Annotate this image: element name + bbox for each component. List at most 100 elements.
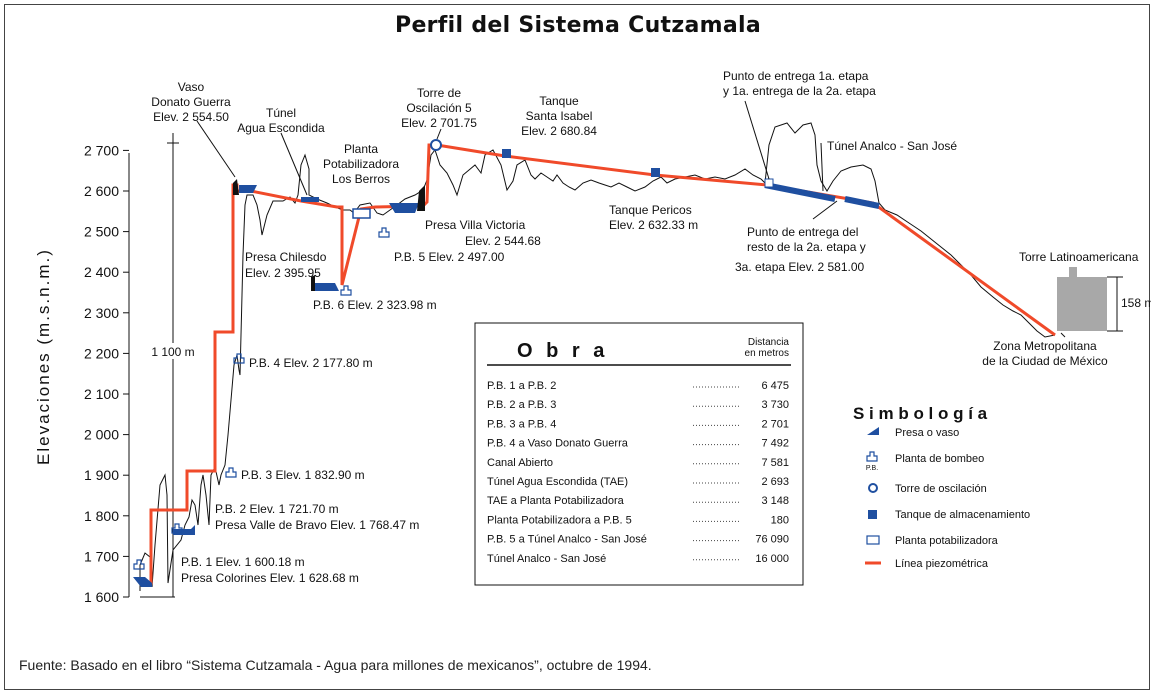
- obra-row-name: TAE a Planta Potabilizadora: [487, 495, 625, 507]
- obra-row-value: 2 701: [761, 418, 789, 430]
- legend-items: P.B. Presa o vaso Planta de bombeo Torre…: [865, 427, 1030, 570]
- obra-row-name: P.B. 4 a Vaso Donato Guerra: [487, 438, 629, 450]
- label-pericos-1: Tanque Pericos: [609, 203, 692, 217]
- obra-row-value: 16 000: [755, 553, 789, 565]
- label-torre-2: Oscilación 5: [406, 101, 472, 115]
- label-pb6: P.B. 6 Elev. 2 323.98 m: [313, 298, 437, 312]
- treatment-plant-icon: [866, 535, 880, 545]
- pb4-icon: [233, 353, 245, 364]
- label-zona-2: de la Ciudad de México: [982, 354, 1108, 368]
- label-h158: 158 m: [1121, 296, 1151, 310]
- torre-latinoamericana-top: [1069, 267, 1077, 277]
- label-tanque-si-3: Elev. 2 680.84: [521, 124, 597, 138]
- obra-row-value: 7 581: [761, 457, 789, 469]
- diagram-labels: Vaso Donato Guerra Elev. 2 554.50 Túnel …: [151, 69, 1151, 585]
- pump-plants: [133, 227, 390, 570]
- tunel-analco-a: [764, 182, 836, 202]
- source-note: Fuente: Basado en el libro “Sistema Cutz…: [19, 657, 652, 673]
- y-tick-label: 2 000: [84, 427, 119, 443]
- obra-row-name: P.B. 2 a P.B. 3: [487, 399, 556, 411]
- span-label-bg: [151, 343, 197, 359]
- legend-label-dam: Presa o vaso: [895, 427, 959, 439]
- pump-plant-icon: [866, 451, 878, 462]
- presa-villa-victoria-dam: [389, 203, 419, 213]
- label-tunel-asj: Túnel Analco - San José: [827, 139, 957, 153]
- obra-row-name: Túnel Agua Escondida (TAE): [487, 476, 628, 488]
- presa-villa-victoria-wall: [417, 185, 425, 211]
- label-pb2-2: Presa Valle de Bravo Elev. 1 768.47 m: [215, 518, 419, 532]
- y-tick-label: 1 800: [84, 508, 119, 524]
- label-tunel-ae-2: Agua Escondida: [237, 121, 325, 135]
- label-torre-lat: Torre Latinoamericana: [1019, 250, 1139, 264]
- label-tanque-si-1: Tanque: [539, 94, 579, 108]
- label-pb5: P.B. 5 Elev. 2 497.00: [394, 250, 505, 264]
- obra-row-value: 7 492: [761, 438, 789, 450]
- label-tanque-si-2: Santa Isabel: [526, 109, 593, 123]
- zona-metropolitana-buildings: [1057, 277, 1107, 331]
- label-tunel-ae-1: Túnel: [266, 106, 296, 120]
- obra-row-name: P.B. 1 a P.B. 2: [487, 380, 556, 392]
- y-tick-label: 2 500: [84, 224, 119, 240]
- pb3-icon: [225, 467, 237, 478]
- obra-dist-header-1: Distancia: [748, 337, 790, 348]
- storage-tank-icon: [868, 510, 877, 519]
- obra-row-name: Túnel Analco - San José: [487, 553, 606, 565]
- legend-title: S i m b o l o g í a: [853, 404, 988, 423]
- label-punto-1a-2: y 1a. entrega de la 2a. etapa: [723, 84, 876, 98]
- obra-row-value: 2 693: [761, 476, 789, 488]
- obra-row-value: 76 090: [755, 534, 789, 546]
- label-torre-3: Elev. 2 701.75: [401, 116, 477, 130]
- label-chilesdo-1: Presa Chilesdo: [245, 250, 327, 264]
- leader-lines: [196, 100, 1066, 338]
- label-pb4: P.B. 4 Elev. 2 177.80 m: [249, 356, 373, 370]
- label-vaso-1: Vaso: [178, 80, 205, 94]
- tunel-analco-b: [844, 196, 880, 209]
- label-pericos-2: Elev. 2 632.33 m: [609, 218, 698, 232]
- label-chilesdo-2: Elev. 2 395.95: [245, 266, 321, 280]
- obra-row-value: 3 148: [761, 495, 789, 507]
- tunel-agua-escondida: [301, 197, 319, 202]
- vaso-donato-guerra-reservoir: [239, 185, 257, 193]
- label-presa-vv-1: Presa Villa Victoria: [425, 218, 526, 232]
- obra-row-name: Canal Abierto: [487, 457, 553, 469]
- y-axis-label: Elevaciones (m.s.n.m.): [34, 248, 53, 465]
- label-pb2-1: P.B. 2 Elev. 1 721.70 m: [215, 502, 339, 516]
- obra-row-name: Planta Potabilizadora a P.B. 5: [487, 514, 632, 526]
- label-pb1-2: Presa Colorines Elev. 1 628.68 m: [181, 571, 359, 585]
- label-planta-2: Potabilizadora: [323, 157, 399, 171]
- label-pb1-1: P.B. 1 Elev. 1 600.18 m: [181, 555, 305, 569]
- y-tick-label: 1 700: [84, 548, 119, 564]
- terrain-profile: [139, 122, 1056, 591]
- label-punto-1a-1: Punto de entrega 1a. etapa: [723, 69, 869, 83]
- surge-tower-icon: [868, 483, 878, 493]
- punto-entrega-box: [764, 178, 774, 188]
- obra-row-name: P.B. 5 a Túnel Analco - San José: [487, 534, 647, 546]
- vaso-dg-wall: [233, 179, 239, 195]
- presa-colorines-dam: [133, 577, 152, 587]
- obra-row-value: 3 730: [761, 399, 789, 411]
- y-tick-label: 2 200: [84, 345, 119, 361]
- legend-label-surge: Torre de oscilación: [895, 483, 987, 495]
- label-punto-resto-1: Punto de entrega del: [747, 225, 858, 239]
- label-pb3: P.B. 3 Elev. 1 832.90 m: [241, 468, 365, 482]
- pb5-icon: [378, 227, 390, 238]
- y-tick-label: 2 100: [84, 386, 119, 402]
- pb2-icon: [171, 523, 183, 534]
- y-tick-label: 1 600: [84, 589, 119, 605]
- tanque-pericos: [651, 168, 660, 177]
- label-torre-1: Torre de: [417, 86, 461, 100]
- legend-label-treatment: Planta potabilizadora: [895, 535, 999, 547]
- legend-label-tank: Tanque de almacenamiento: [895, 509, 1030, 521]
- legend-label-pump: Planta de bombeo: [895, 453, 984, 465]
- y-tick-label: 2 700: [84, 142, 119, 158]
- pump-plant-sub: P.B.: [866, 465, 878, 472]
- label-vaso-2: Donato Guerra: [151, 95, 231, 109]
- planta-los-berros: [352, 208, 371, 219]
- piezometric-line: [146, 143, 1056, 585]
- presa-chilesdo-dam: [313, 283, 339, 291]
- label-planta-3: Los Berros: [332, 172, 390, 186]
